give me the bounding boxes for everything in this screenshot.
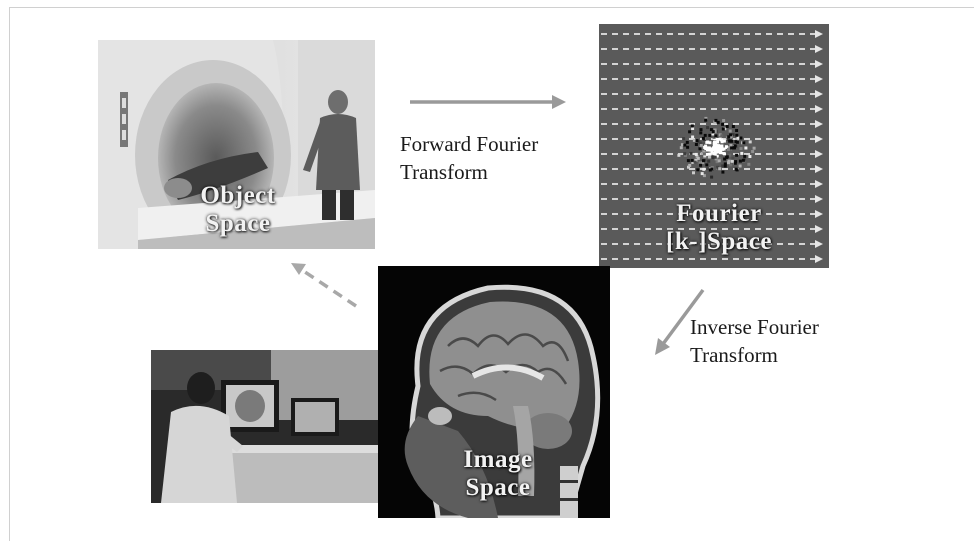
fourier-space-label-line2: [k-]Space: [666, 228, 772, 255]
object-space-label-line1: Object: [200, 182, 276, 209]
inverse-caption-line1: Inverse Fourier: [690, 315, 819, 339]
object-space-label: Object Space: [168, 182, 308, 238]
image-space-label-line1: Image: [463, 446, 533, 473]
image-space-mri: Image Space: [378, 266, 610, 518]
forward-transform-caption: Forward Fourier Transform: [400, 130, 538, 186]
object-space-photo: Object Space: [98, 40, 375, 249]
reading-room-photo: [151, 350, 379, 503]
sagittal-brain-mri-illustration: [378, 266, 610, 518]
radiologist-workstation-illustration: [151, 350, 379, 503]
forward-caption-line1: Forward Fourier: [400, 132, 539, 156]
inverse-caption-line2: Transform: [690, 343, 778, 367]
fourier-space-label-line1: Fourier: [676, 200, 762, 227]
mri-scanner-illustration: [98, 40, 375, 249]
k-space-illustration: [601, 30, 823, 263]
inverse-transform-caption: Inverse Fourier Transform: [690, 313, 819, 369]
image-space-label: Image Space: [433, 446, 563, 502]
fourier-space-image: Fourier [k-]Space: [599, 24, 829, 268]
forward-caption-line2: Transform: [400, 160, 488, 184]
image-space-label-line2: Space: [465, 474, 531, 501]
object-space-label-line2: Space: [205, 210, 271, 237]
fourier-space-label: Fourier [k-]Space: [639, 200, 799, 256]
